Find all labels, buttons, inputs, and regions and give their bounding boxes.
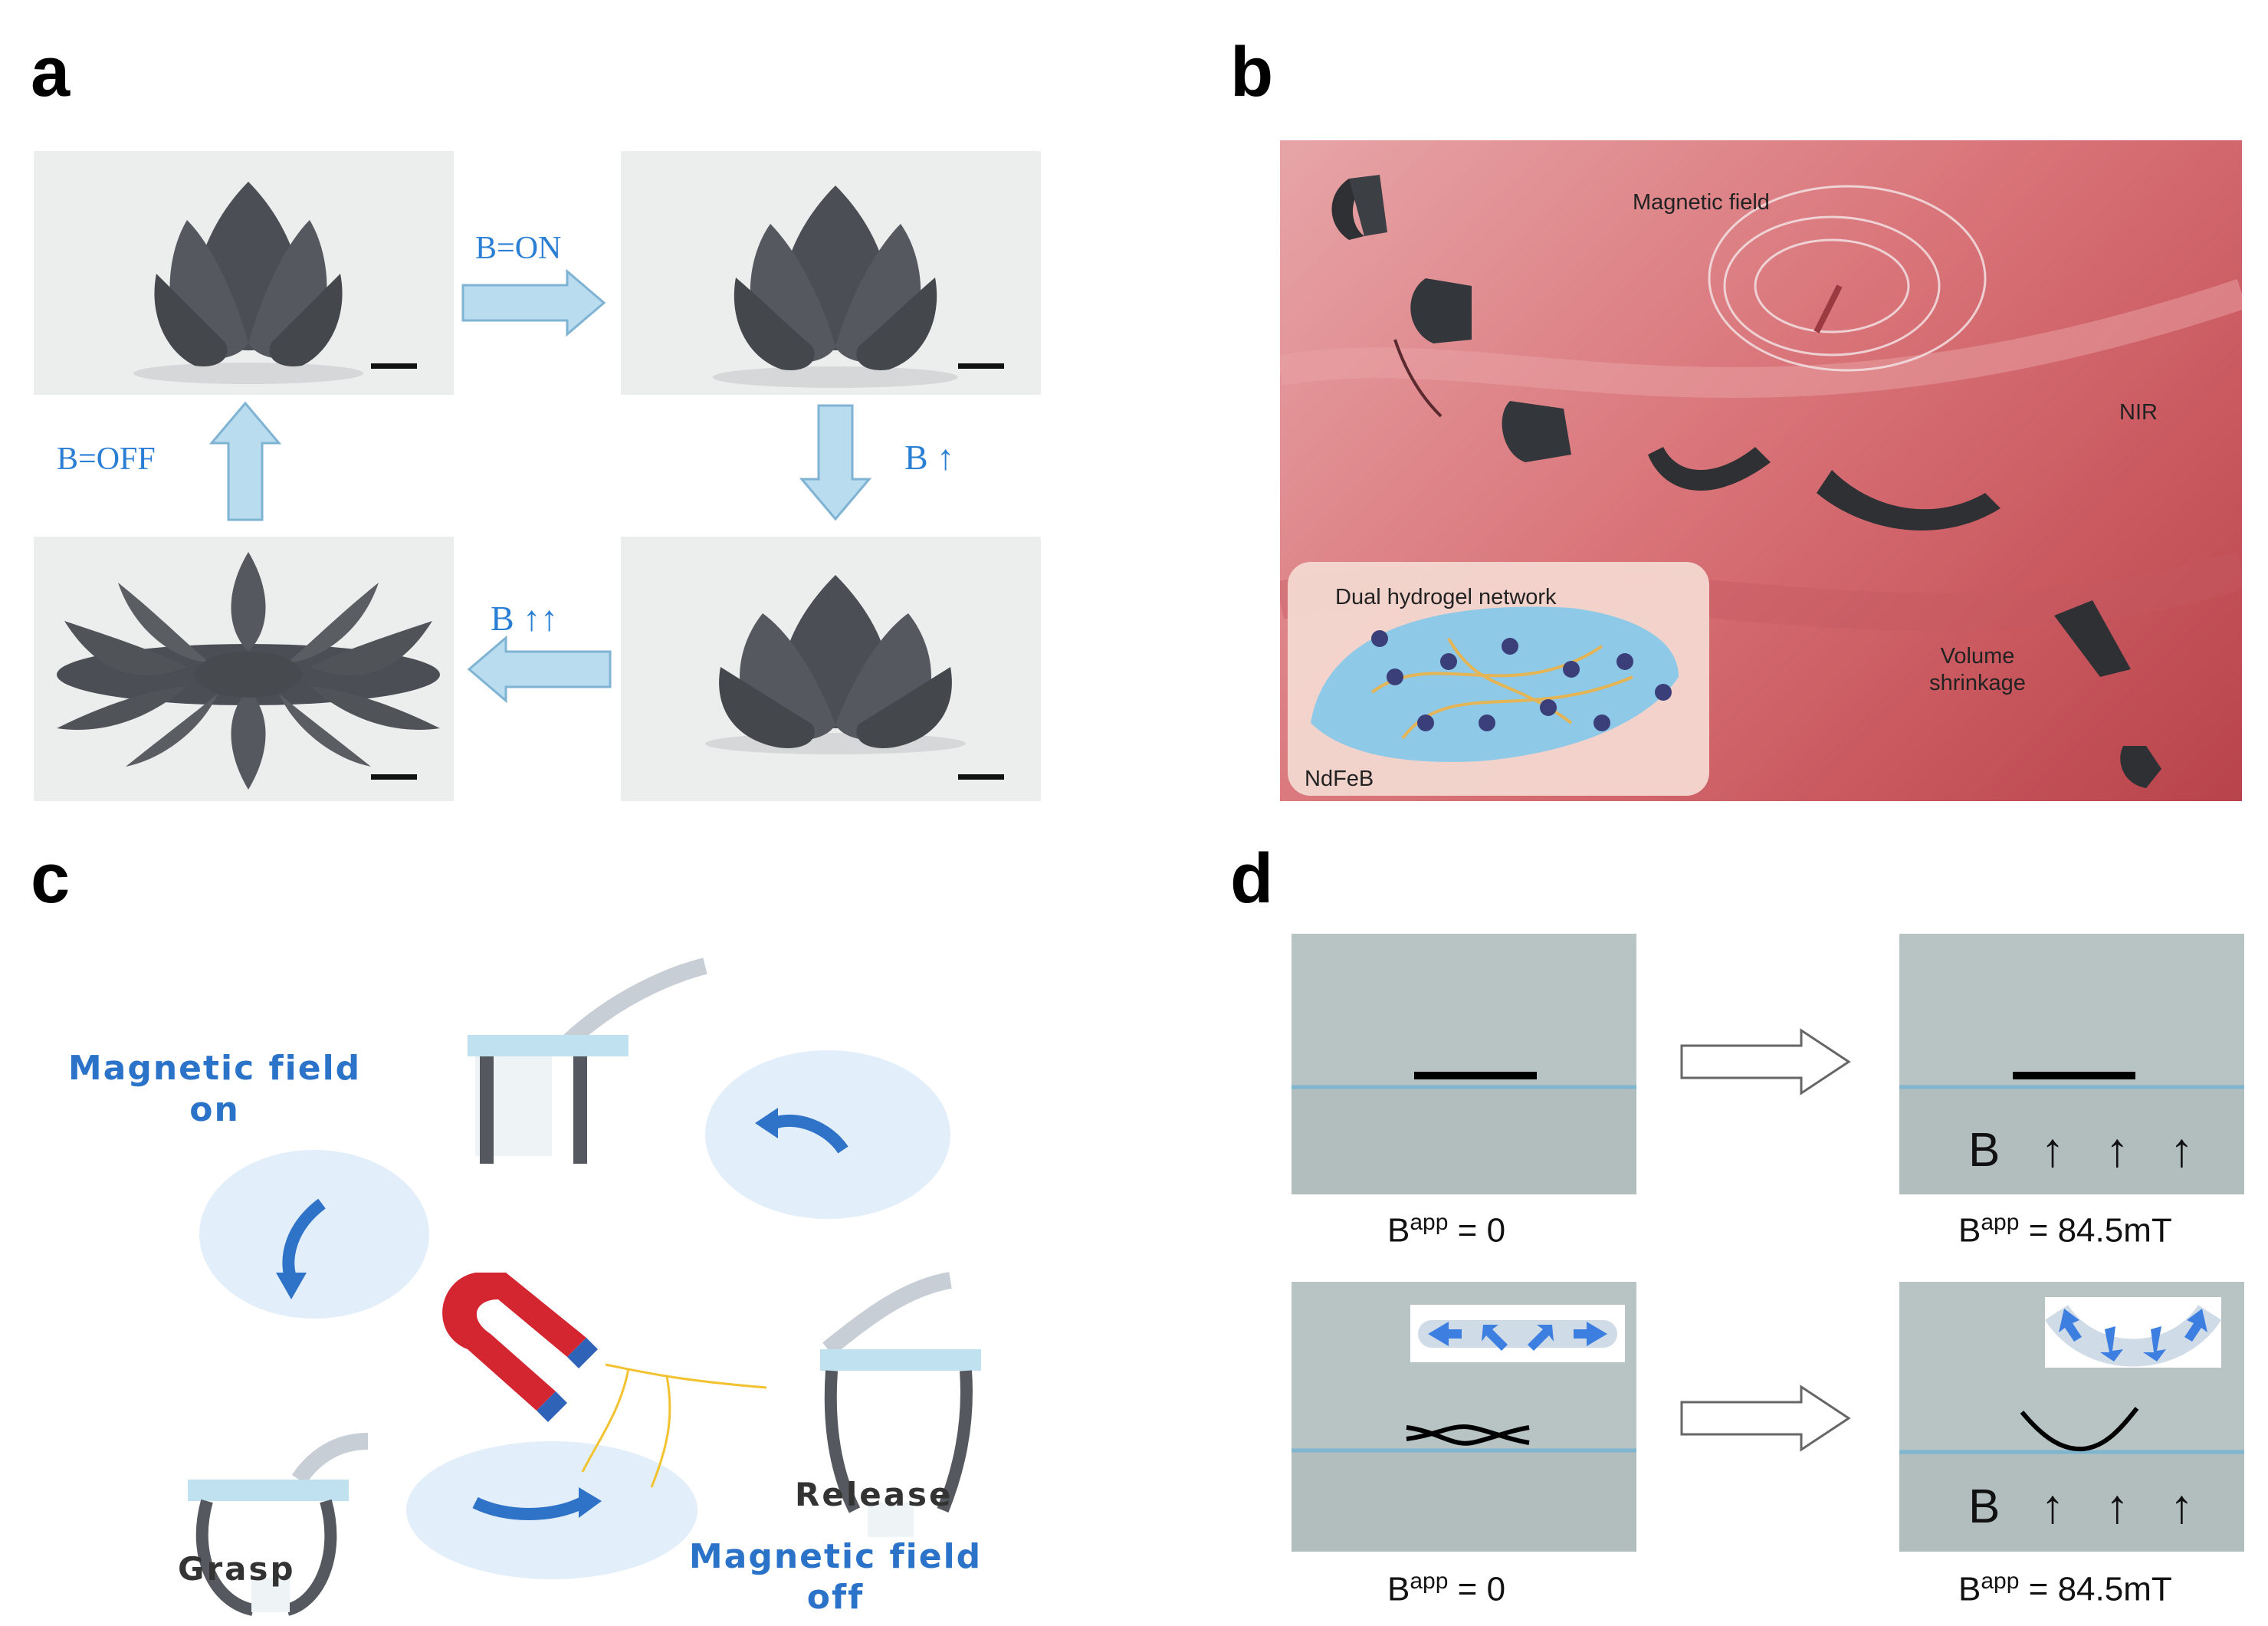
panel-c-letter: c bbox=[31, 839, 71, 918]
panel-d-letter: d bbox=[1230, 839, 1274, 918]
label-magfield-off-2: off bbox=[806, 1578, 865, 1617]
label-shrinkage: shrinkage bbox=[1929, 671, 2026, 695]
flower-photo-slight bbox=[621, 151, 1041, 395]
label-b-upup: B ↑↑ bbox=[491, 599, 559, 638]
flower-photo-closed bbox=[34, 151, 454, 395]
label-dual-hydrogel: Dual hydrogel network bbox=[1335, 585, 1557, 609]
panel-a-letter: a bbox=[31, 33, 71, 111]
arrow-right bbox=[461, 268, 606, 337]
flower-closed-image bbox=[133, 182, 417, 384]
flower-photo-open bbox=[34, 537, 454, 801]
label-ndfeb: NdFeB bbox=[1305, 767, 1374, 791]
strip-flat-image bbox=[1292, 1072, 1636, 1194]
label-magnetic-field: Magnetic field bbox=[1633, 190, 1770, 215]
label-magfield-on-2: on bbox=[189, 1090, 240, 1129]
label-grasp: Grasp bbox=[178, 1550, 296, 1588]
label-release: Release bbox=[795, 1476, 953, 1513]
label-volume: Volume bbox=[1940, 644, 2015, 668]
photo-row2-right bbox=[1899, 1282, 2244, 1552]
strip-curved-image bbox=[1899, 1297, 2244, 1552]
caption-row1-right: Bapp = 84.5mT bbox=[1958, 1210, 2172, 1250]
label-magfield-off-1: Magnetic field bbox=[688, 1537, 983, 1576]
photo-row1-left bbox=[1292, 934, 1636, 1194]
caption-row2-right: Bapp = 84.5mT bbox=[1958, 1569, 2172, 1608]
gripper-illustration bbox=[188, 958, 981, 1616]
tissue-illustration bbox=[1280, 140, 2242, 801]
strip-flat-b-image bbox=[1899, 1072, 2244, 1194]
label-magfield-on-1: Magnetic field bbox=[67, 1049, 362, 1088]
flower-photo-half bbox=[621, 537, 1041, 801]
caption-row2-left: Bapp = 0 bbox=[1387, 1569, 1506, 1608]
label-b-up: B ↑ bbox=[904, 438, 955, 477]
label-b-off: B=OFF bbox=[57, 442, 156, 477]
caption-row1-left: Bapp = 0 bbox=[1387, 1210, 1506, 1250]
flower-open-image bbox=[57, 552, 440, 790]
arrow-left bbox=[467, 635, 612, 704]
panel-b-letter: b bbox=[1230, 33, 1274, 111]
label-b-on: B=ON bbox=[475, 231, 562, 266]
arrow-outline-2 bbox=[1680, 1385, 1851, 1452]
label-nir: NIR bbox=[2119, 400, 2158, 425]
tissue-scene bbox=[1280, 175, 2242, 796]
row1-b-label: B ↑ ↑ ↑ bbox=[1968, 1124, 2208, 1177]
arrow-up bbox=[208, 401, 282, 521]
row2-b-label: B ↑ ↑ ↑ bbox=[1968, 1480, 2208, 1533]
flower-slight-image bbox=[713, 186, 1004, 388]
photo-row1-right bbox=[1899, 934, 2244, 1194]
strip-wavy-image bbox=[1292, 1305, 1636, 1552]
photo-row2-left bbox=[1292, 1282, 1636, 1552]
flower-half-image bbox=[705, 575, 1004, 780]
arrow-outline-1 bbox=[1680, 1028, 1851, 1095]
arrow-down bbox=[799, 404, 872, 521]
